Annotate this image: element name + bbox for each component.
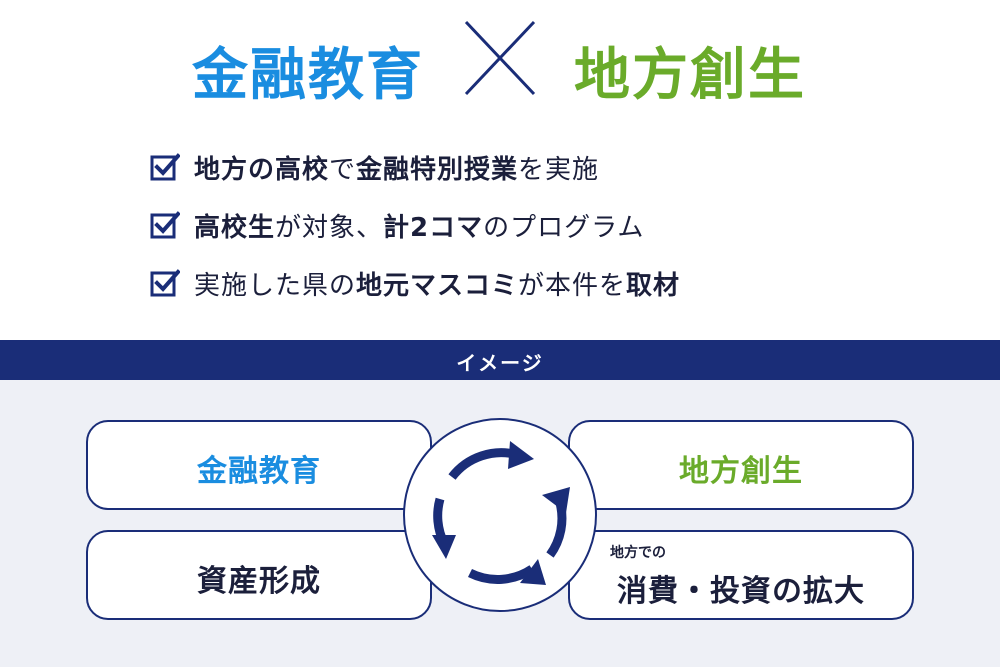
band-label: イメージ [456, 351, 544, 375]
bullet-point: 地方の高校で金融特別授業を実施 [150, 138, 910, 196]
box-asset-formation: 資産形成 [86, 530, 432, 620]
box-sublabel: 地方での [610, 545, 666, 561]
box-regional-consumption: 地方での 消費・投資の拡大 [568, 530, 914, 620]
box-financial-education: 金融教育 [86, 420, 432, 510]
cycle-arrows-icon [403, 418, 597, 612]
box-label: 消費・投資の拡大 [617, 574, 865, 609]
box-label: 金融教育 [197, 454, 321, 489]
bullet-text: 高校生が対象、計2コマのプログラム [194, 212, 645, 243]
box-label: 地方創生 [679, 454, 803, 489]
image-band: イメージ [0, 340, 1000, 380]
bullet-point: 実施した県の地元マスコミが本件を取材 [150, 254, 910, 312]
bullet-points: 地方の高校で金融特別授業を実施 高校生が対象、計2コマのプログラム 実施した県の… [150, 138, 910, 312]
title-regional-revitalization: 地方創生 [574, 43, 806, 108]
title-row: 金融教育 地方創生 [0, 18, 1000, 108]
bullet-text: 地方の高校で金融特別授業を実施 [194, 154, 600, 185]
checkbox-icon [150, 211, 180, 239]
box-label: 資産形成 [197, 564, 321, 599]
box-regional-revitalization: 地方創生 [568, 420, 914, 510]
bullet-text: 実施した県の地元マスコミが本件を取材 [194, 270, 681, 301]
cross-icon [464, 20, 536, 96]
title-financial-education: 金融教育 [192, 43, 424, 108]
bullet-point: 高校生が対象、計2コマのプログラム [150, 196, 910, 254]
checkbox-icon [150, 153, 180, 181]
checkbox-icon [150, 269, 180, 297]
